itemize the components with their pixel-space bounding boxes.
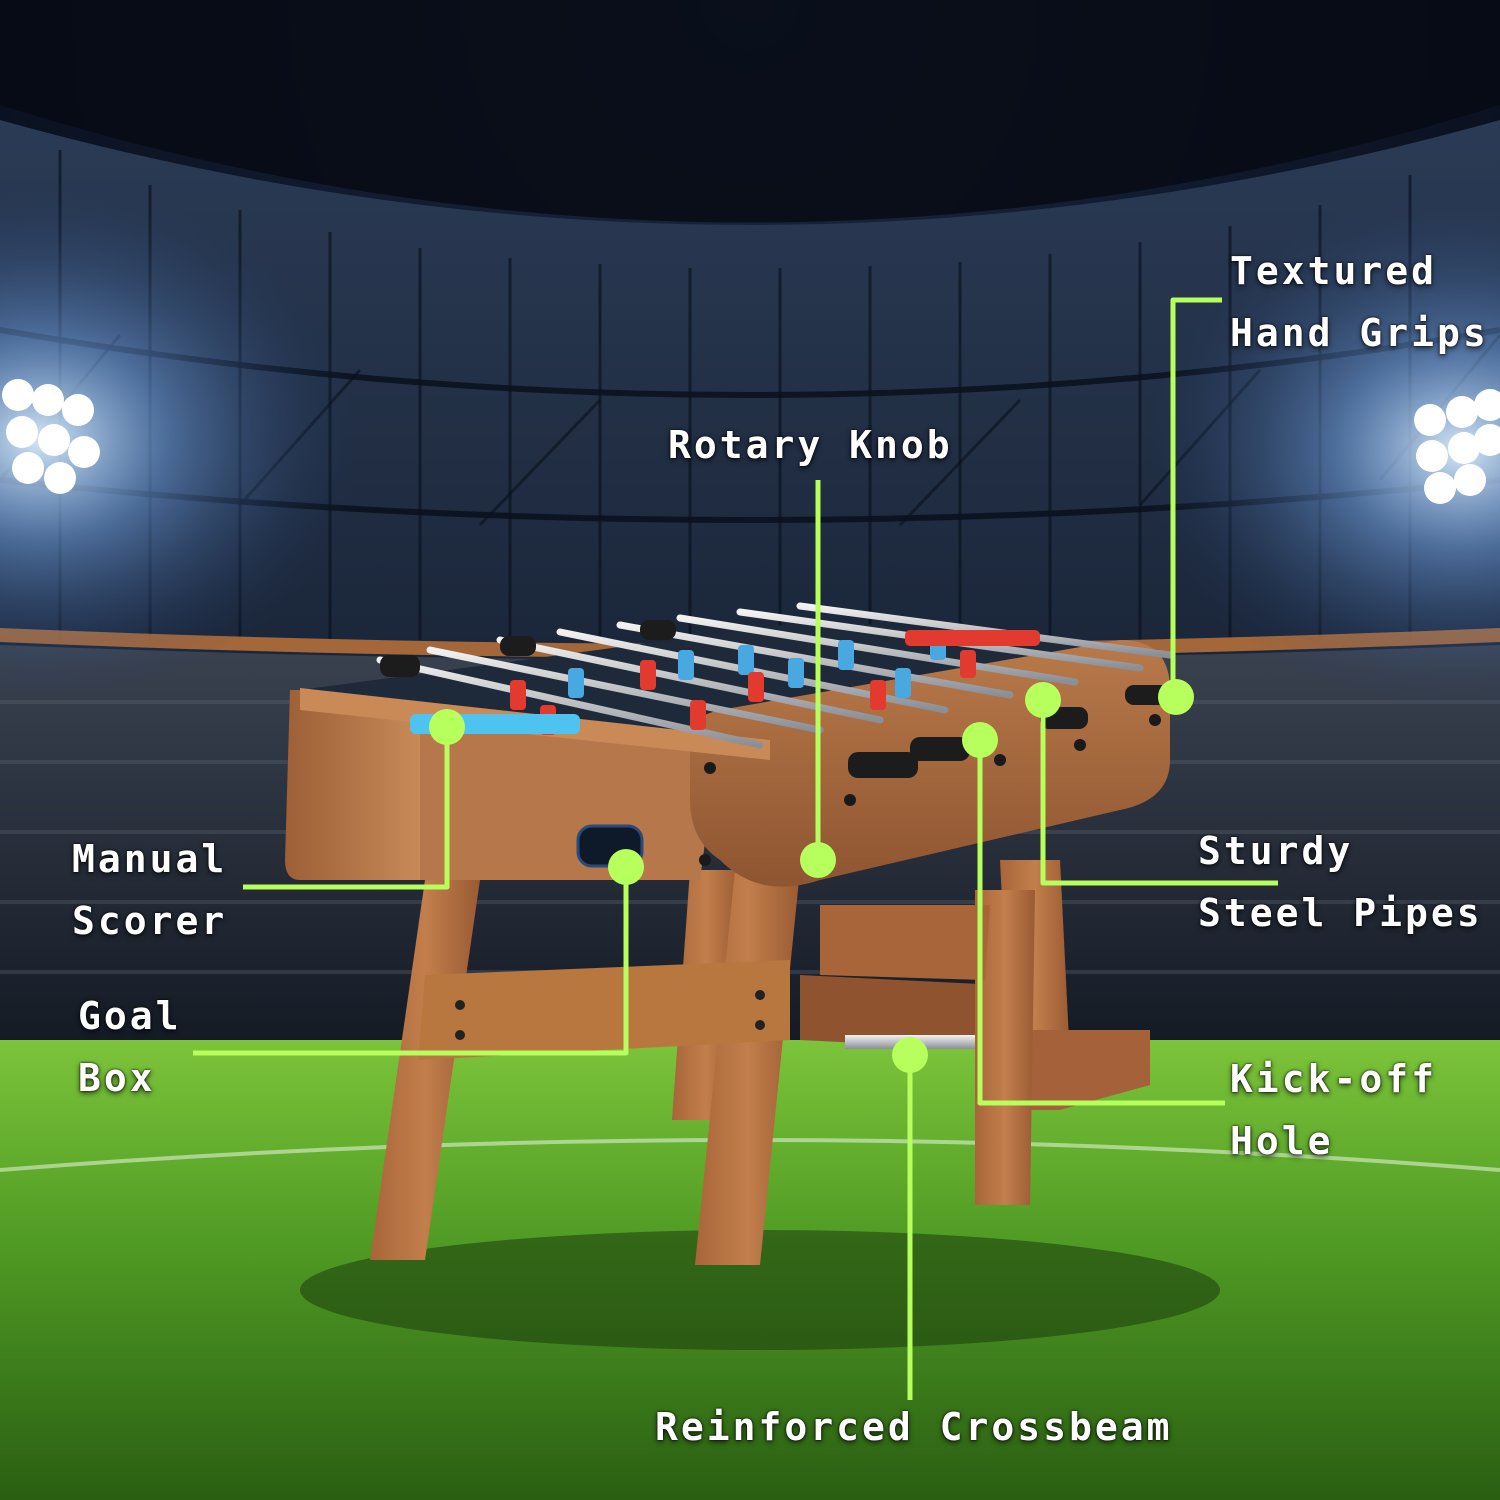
textured-hand-grips-label: Textured Hand Grips [1230,240,1489,364]
callout-text: Sturdy [1198,829,1354,873]
manual-scorer-label: Manual Scorer [72,828,227,952]
callout-text: Kick-off [1230,1057,1438,1101]
callout-text: Rotary Knob [668,423,953,467]
reinforced-crossbeam-label: Reinforced Crossbeam [655,1396,1173,1458]
callout-leaders [193,297,1278,1400]
callout-text: Hole [1230,1119,1334,1163]
goal-box-label: Goal Box [78,985,182,1109]
callout-text: Reinforced Crossbeam [655,1405,1173,1449]
callout-dots [429,679,1194,1073]
callout-text: Manual [72,837,228,881]
sturdy-steel-pipes-label: Sturdy Steel Pipes [1198,820,1483,944]
foosball-table [285,602,1220,1350]
callout-text: Scorer [72,899,228,943]
callout-text: Steel Pipes [1198,891,1483,935]
callout-text: Textured [1230,249,1438,293]
callout-text: Hand Grips [1230,311,1489,355]
rotary-knob-label: Rotary Knob [668,414,953,476]
kick-off-hole-label: Kick-off Hole [1230,1048,1437,1172]
callout-text: Goal [78,994,182,1038]
callout-text: Box [78,1056,156,1100]
